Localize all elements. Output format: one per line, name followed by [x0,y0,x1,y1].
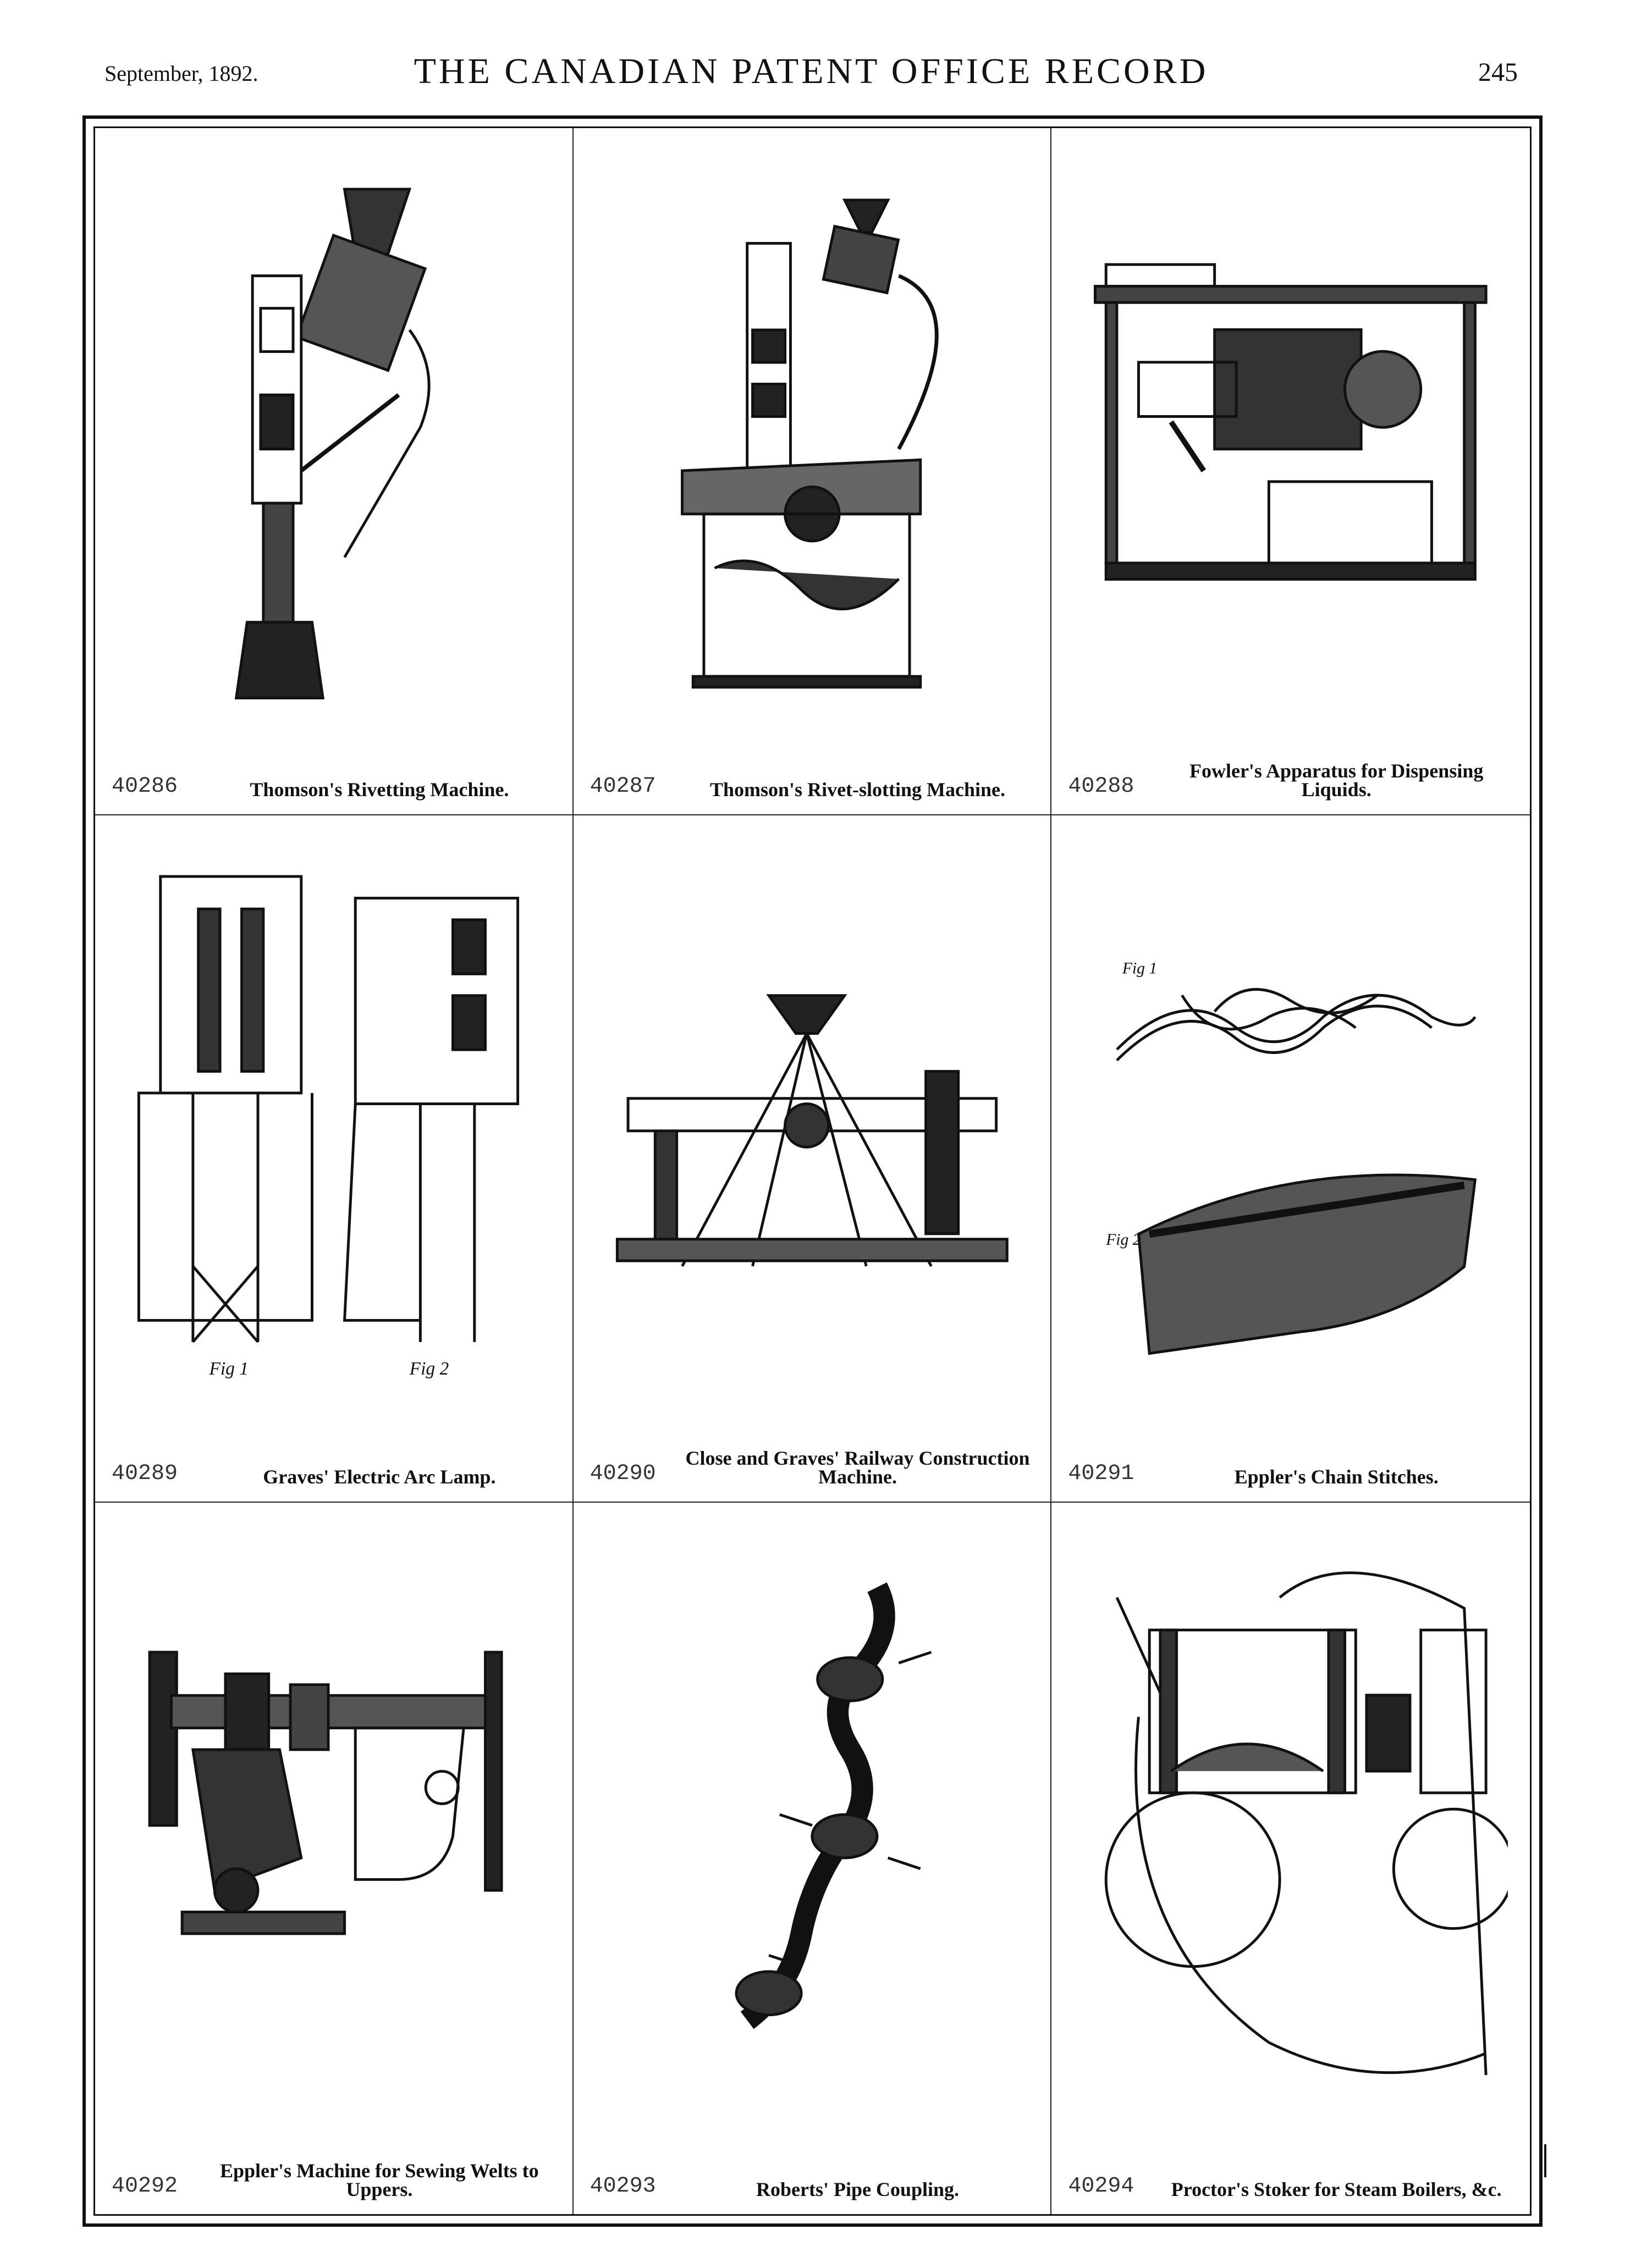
pipe-coupling-drawing [596,1525,1029,2126]
page-header: September, 1892. THE CANADIAN PATENT OFF… [104,51,1518,100]
railway-construction-machine-drawing [596,837,1029,1414]
patent-grid-border: 40286 Thomson's Rivetting Machine. [93,126,1532,2216]
patent-caption: 40288 Fowler's Apparatus for Dispensing … [1068,738,1519,799]
fig-1-label: Fig 1 [208,1359,249,1379]
patent-title: Fowler's Apparatus for Dispensing Liquid… [1189,760,1484,801]
patent-number: 40293 [590,2174,656,2199]
patent-number: 40286 [112,774,178,799]
patent-number: 40290 [590,1461,656,1486]
patent-title: Graves' Electric Arc Lamp. [263,1466,496,1488]
patent-entry-40292: 40292 Eppler's Machine for Sewing Welts … [95,1503,574,2214]
patent-number: 40294 [1068,2174,1134,2199]
patent-figure-frame: 40286 Thomson's Rivetting Machine. [82,115,1543,2227]
patent-grid: 40286 Thomson's Rivetting Machine. [95,128,1530,2214]
patent-entry-40293: 40293 Roberts' Pipe Coupling. [574,1503,1052,2214]
rivetting-machine-drawing [117,150,550,726]
patent-caption: 40292 Eppler's Machine for Sewing Welts … [112,2138,561,2199]
fig-2-label: Fig 2 [1106,1231,1142,1249]
patent-entry-40291: Fig 1 Fig 2 40291 Eppler's Chain Stitche… [1051,815,1530,1503]
electric-arc-lamp-drawing: Fig 1 Fig 2 [117,837,550,1414]
liquid-dispensing-apparatus-drawing [1073,150,1508,726]
patent-title: Thomson's Rivet-slotting Machine. [710,779,1006,801]
patent-caption: 40290 Close and Graves' Railway Construc… [590,1426,1040,1488]
steam-boiler-stoker-drawing [1073,1525,1508,2126]
welt-sewing-machine-drawing [117,1525,550,2126]
patent-number: 40292 [112,2174,178,2199]
patent-entry-40290: 40290 Close and Graves' Railway Construc… [573,815,1052,1503]
patent-title: Close and Graves' Railway Construction M… [685,1447,1030,1488]
patent-title: Eppler's Machine for Sewing Welts to Upp… [220,2160,539,2200]
patent-entry-40294: 40294 Proctor's Stoker for Steam Boilers… [1051,1503,1530,2214]
page-number: 245 [1478,58,1518,87]
publication-title: THE CANADIAN PATENT OFFICE RECORD [414,51,1209,91]
chain-stitches-drawing: Fig 1 Fig 2 [1073,837,1508,1414]
fig-2-label: Fig 2 [409,1359,449,1379]
patent-caption: 40286 Thomson's Rivetting Machine. [112,738,561,799]
patent-entry-40289: Fig 1 Fig 2 40289 Graves' Electric Arc L… [95,815,574,1503]
patent-title: Proctor's Stoker for Steam Boilers, &c. [1171,2178,1502,2200]
fig-1-label: Fig 1 [1122,960,1157,978]
rivet-slotting-machine-drawing [596,150,1029,726]
patent-title: Roberts' Pipe Coupling. [756,2178,960,2200]
patent-number: 40288 [1068,774,1134,799]
page-edge-mark [1544,2144,1556,2177]
patent-title: Thomson's Rivetting Machine. [250,779,509,801]
patent-entry-40288: 40288 Fowler's Apparatus for Dispensing … [1051,128,1530,815]
patent-number: 40287 [590,774,656,799]
patent-entry-40287: 40287 Thomson's Rivet-slotting Machine. [573,128,1052,815]
patent-number: 40289 [112,1461,178,1486]
patent-caption: 40287 Thomson's Rivet-slotting Machine. [590,738,1040,799]
patent-caption: 40293 Roberts' Pipe Coupling. [590,2138,1040,2199]
patent-caption: 40289 Graves' Electric Arc Lamp. [112,1426,561,1488]
issue-date: September, 1892. [104,61,258,86]
patent-entry-40286: 40286 Thomson's Rivetting Machine. [95,128,574,815]
patent-caption: 40291 Eppler's Chain Stitches. [1068,1426,1519,1488]
patent-number: 40291 [1068,1461,1134,1486]
patent-title: Eppler's Chain Stitches. [1234,1466,1439,1488]
patent-caption: 40294 Proctor's Stoker for Steam Boilers… [1068,2138,1519,2199]
